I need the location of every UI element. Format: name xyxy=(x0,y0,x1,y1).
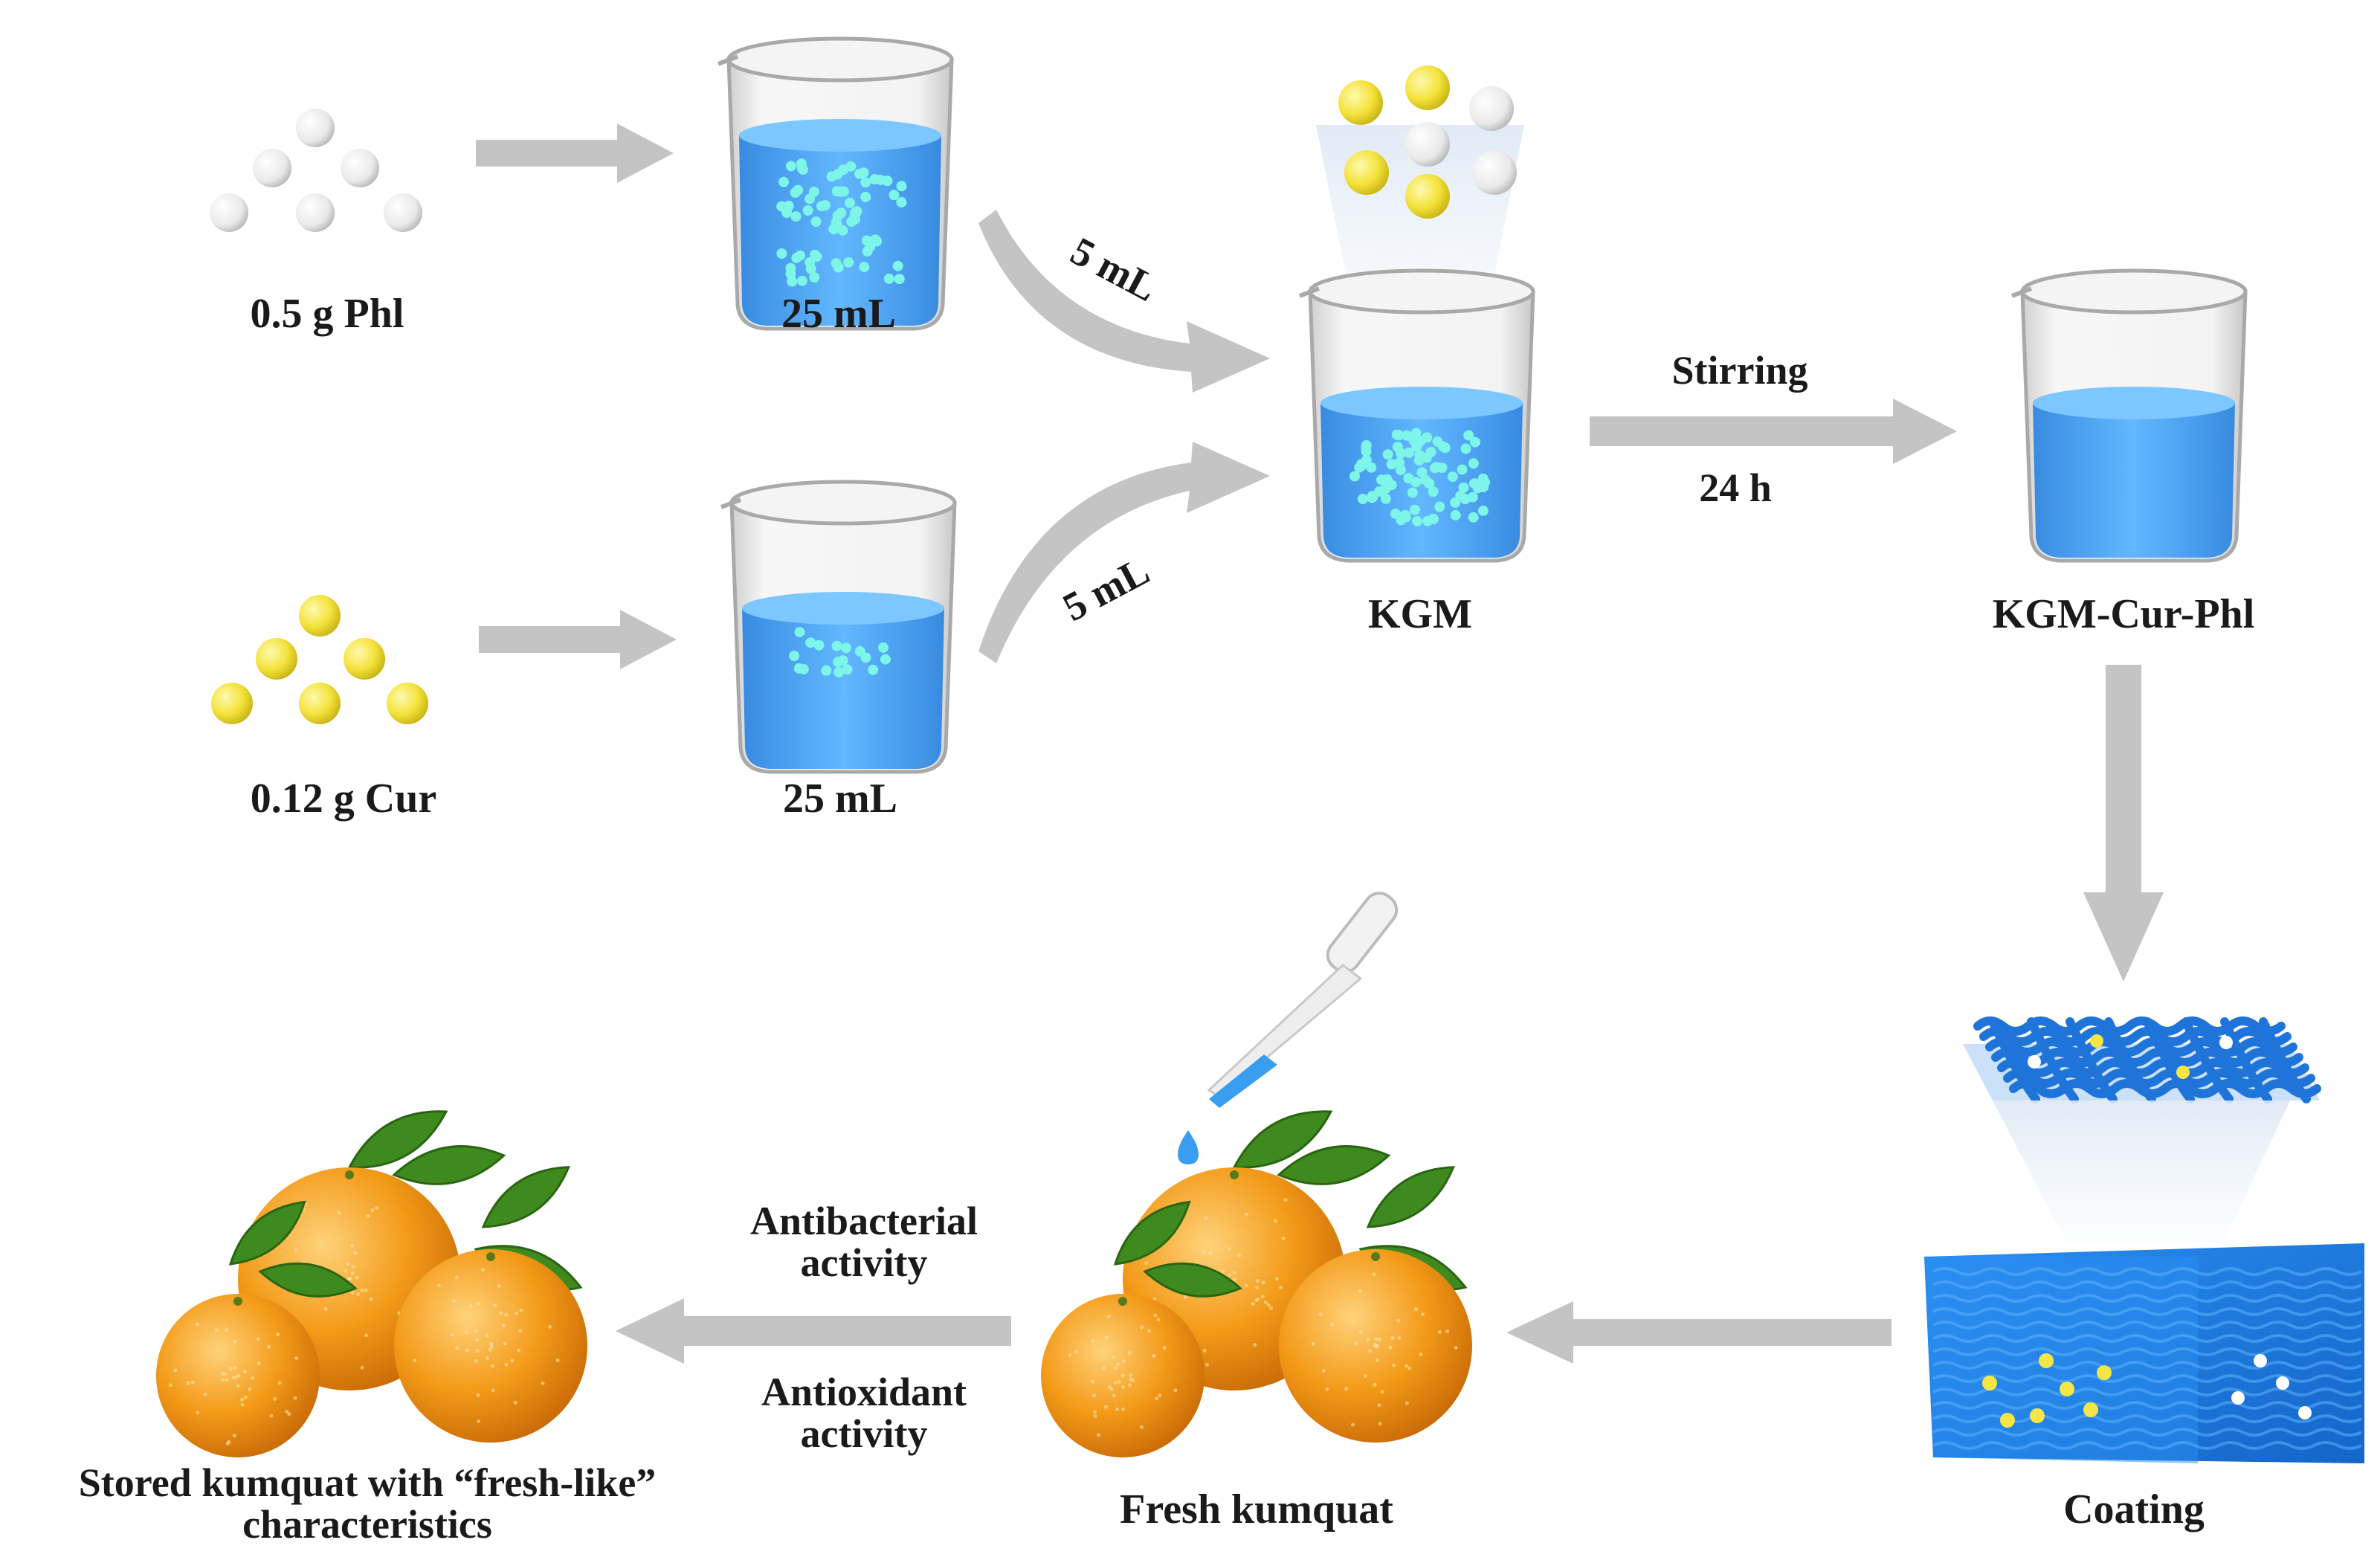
curved-arrow-top xyxy=(978,210,1270,393)
antibacterial-activity-label: activity xyxy=(801,1240,928,1285)
phl-ball-icon xyxy=(384,193,422,232)
stirring-time-label: 24 h xyxy=(1699,465,1772,510)
coating-beam xyxy=(1993,1100,2290,1243)
phl-ball-icon xyxy=(341,149,379,187)
cur-ball-icon xyxy=(1338,80,1383,125)
fresh-kumquat-label: Fresh kumquat xyxy=(1120,1486,1393,1533)
curved-arrow-bottom xyxy=(978,442,1270,663)
phl-ball-icon xyxy=(296,193,335,232)
kgm-label: KGM xyxy=(1368,591,1472,637)
beaker-icon xyxy=(1300,271,1533,561)
arrow-phl-to-beaker xyxy=(476,123,674,183)
phl-particles xyxy=(210,109,422,232)
beaker-icon xyxy=(718,39,952,329)
beaker-icon xyxy=(721,482,955,772)
antioxidant-label: Antioxidant xyxy=(761,1370,967,1414)
phl-amount-label: 0.5 g Phl xyxy=(251,291,404,337)
volume-top-label: 25 mL xyxy=(781,291,896,337)
stored-kumquat-label-2: characteristics xyxy=(242,1502,492,1547)
kgm-cur-phl-label: KGM-Cur-Phl xyxy=(1993,591,2255,637)
arrow-cur-to-beaker xyxy=(479,610,677,669)
phl-ball-icon xyxy=(1472,150,1517,195)
coating-block-icon xyxy=(1924,1243,2364,1463)
network-icon xyxy=(1963,1016,2321,1103)
kumquat-icon xyxy=(156,1110,587,1457)
antibacterial-label: Antibacterial xyxy=(750,1199,978,1243)
cur-ball-icon xyxy=(387,683,428,724)
antioxidant-activity-label: activity xyxy=(801,1411,928,1456)
cur-ball-icon xyxy=(1405,65,1450,110)
stirring-label: Stirring xyxy=(1672,348,1808,393)
cur-ball-icon xyxy=(1344,150,1389,195)
beaker-icon xyxy=(2012,271,2245,561)
cur-ball-icon xyxy=(211,683,253,724)
cur-ball-icon xyxy=(299,595,341,637)
phl-ball-icon xyxy=(253,149,291,187)
arrow-to-fresh xyxy=(1506,1301,1892,1364)
coating-label: Coating xyxy=(2063,1486,2205,1533)
arrow-down xyxy=(2083,665,2164,982)
cur-particles xyxy=(211,595,428,724)
kumquat-icon xyxy=(1041,1110,1472,1457)
kgm-particles xyxy=(1338,65,1517,219)
cur-ball-icon xyxy=(344,638,385,680)
phl-ball-icon xyxy=(1405,122,1450,167)
phl-ball-icon xyxy=(296,109,335,147)
volume-bottom-label: 25 mL xyxy=(783,776,897,822)
cur-amount-label: 0.12 g Cur xyxy=(251,776,436,822)
cur-ball-icon xyxy=(256,638,297,680)
cur-ball-icon xyxy=(1405,174,1450,219)
transfer-bottom-label: 5 mL xyxy=(1056,548,1156,630)
pipette-icon xyxy=(1178,892,1399,1164)
arrow-to-stored xyxy=(616,1298,1011,1364)
transfer-top-label: 5 mL xyxy=(1064,228,1164,310)
phl-ball-icon xyxy=(210,193,248,232)
stored-kumquat-label: Stored kumquat with “fresh-like” xyxy=(79,1460,657,1505)
cur-ball-icon xyxy=(299,683,341,724)
phl-ball-icon xyxy=(1469,86,1514,131)
arrow-stirring xyxy=(1590,399,1957,464)
